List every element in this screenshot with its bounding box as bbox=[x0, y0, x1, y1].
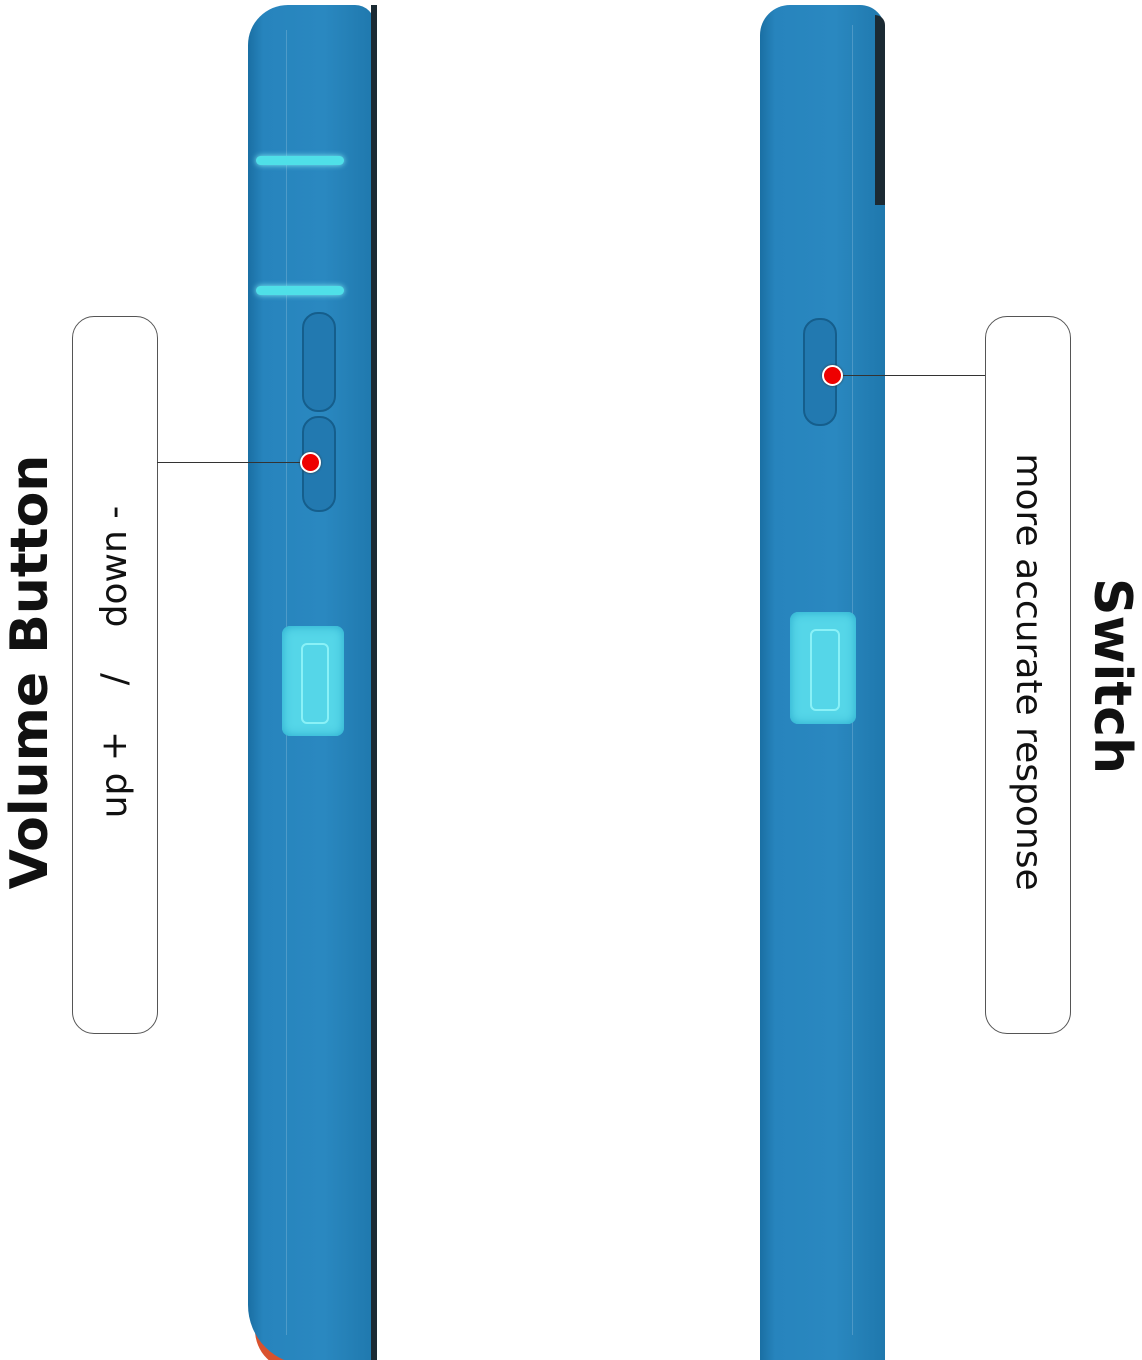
volume-title: Volume Button bbox=[0, 454, 60, 890]
switch-subtitle: more accurate response bbox=[1008, 453, 1049, 891]
switch-title: Switch bbox=[1082, 577, 1142, 775]
switch-callout-box bbox=[985, 316, 1071, 1034]
volume-callout-box bbox=[72, 316, 158, 1034]
volume-marker-dot bbox=[300, 452, 321, 473]
light-slot-top bbox=[256, 156, 344, 165]
volume-subtitle: up + / down - bbox=[94, 505, 135, 819]
port-plug-icon bbox=[282, 626, 344, 736]
volume-up-button[interactable] bbox=[302, 312, 336, 412]
volume-callout-line bbox=[157, 462, 307, 463]
switch-callout-line bbox=[836, 375, 985, 376]
light-slot-bottom bbox=[256, 286, 344, 295]
port-plug-icon bbox=[790, 612, 856, 724]
switch-marker-dot bbox=[822, 365, 843, 386]
